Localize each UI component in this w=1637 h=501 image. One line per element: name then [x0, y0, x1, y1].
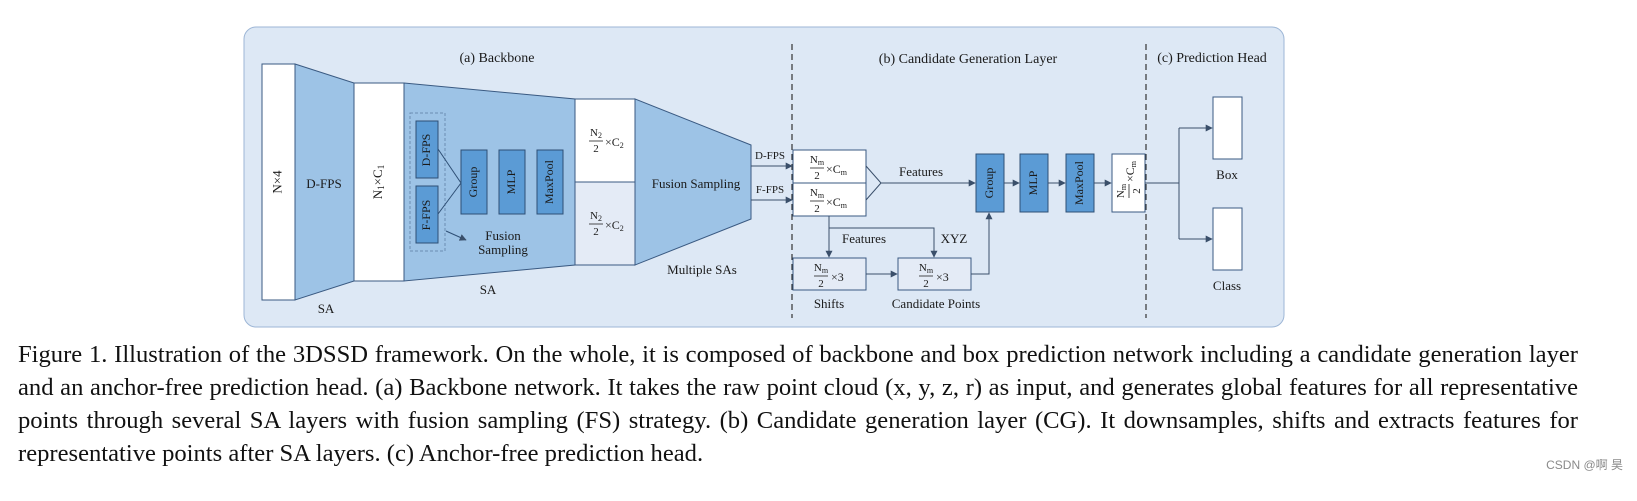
backbone-mlp-block	[498, 149, 526, 215]
svg-text:×Cm: ×Cm	[1123, 160, 1138, 182]
sa-label-2: SA	[480, 282, 497, 297]
section-title-backbone: (a) Backbone	[459, 51, 534, 66]
section-title-prediction: (c) Prediction Head	[1157, 51, 1267, 66]
dfps-trapezoid-label: D-FPS	[306, 176, 341, 191]
candidate-mlp-label: MLP	[1026, 170, 1040, 195]
input-label: N×4	[269, 170, 284, 194]
class-head-label: Class	[1213, 278, 1241, 293]
backbone-mlp-label: MLP	[504, 169, 518, 194]
box-head-label: Box	[1216, 167, 1238, 182]
candidate-output-block	[1111, 153, 1146, 213]
svg-text:2: 2	[814, 170, 820, 182]
candidate-mlp-block	[1019, 153, 1049, 213]
sa-label-1: SA	[318, 301, 335, 316]
input-block	[261, 63, 296, 301]
xyz-label: XYZ	[941, 231, 968, 246]
features-label-mid: Features	[842, 231, 886, 246]
svg-text:Nm: Nm	[814, 262, 829, 275]
inner-ffps-label: F-FPS	[419, 200, 433, 231]
candidate-points-block-label: Nm 2 ×3	[919, 262, 949, 290]
shifts-label: Shifts	[814, 296, 844, 311]
candidate-group-label: Group	[982, 168, 996, 199]
svg-text:×Cm: ×Cm	[826, 195, 848, 210]
watermark: CSDN @啊 昊	[1546, 458, 1623, 472]
nm-block-bottom	[792, 182, 867, 217]
svg-text:2: 2	[818, 278, 824, 290]
candidate-points-block	[897, 257, 972, 291]
svg-text:Nm: Nm	[1115, 183, 1128, 198]
svg-text:Nm: Nm	[919, 262, 934, 275]
n1c1-label: N1×C1	[370, 165, 386, 199]
features-label-top: Features	[899, 164, 943, 179]
ffps-arrow-label: F-FPS	[756, 184, 784, 196]
svg-text:2: 2	[1131, 188, 1143, 194]
fusion-sampling-label-2: Sampling	[478, 242, 528, 257]
multiple-sas-label: Multiple SAs	[667, 262, 737, 277]
svg-text:2: 2	[593, 143, 599, 155]
svg-text:Nm: Nm	[810, 154, 825, 167]
svg-text:Nm: Nm	[810, 187, 825, 200]
sampling-group-box	[409, 112, 446, 252]
candidate-maxpool-label: MaxPool	[1072, 160, 1086, 205]
figure-caption: Figure 1. Illustration of the 3DSSD fram…	[18, 341, 1578, 467]
svg-text:2: 2	[593, 226, 599, 238]
backbone-group-label: Group	[466, 167, 480, 198]
nm-label-top: Nm 2 ×Cm	[810, 154, 848, 182]
fusion-arrow	[445, 230, 467, 241]
connector-ffps-group	[437, 182, 462, 215]
n2c2-block-bottom	[574, 181, 636, 266]
class-head-block	[1212, 207, 1243, 271]
n1c1-block	[353, 82, 405, 282]
backbone-maxpool-label: MaxPool	[542, 159, 556, 204]
candidate-points-label: Candidate Points	[892, 296, 980, 311]
svg-text:2: 2	[923, 278, 929, 290]
svg-text:×3: ×3	[936, 270, 949, 284]
dfps-arrow-label: D-FPS	[755, 150, 785, 162]
n2c2-label-bottom: N2 2 ×C2	[589, 210, 624, 238]
svg-text:N2: N2	[590, 210, 602, 223]
box-head-block	[1212, 96, 1243, 160]
svg-text:×Cm: ×Cm	[826, 162, 848, 177]
svg-text:×C2: ×C2	[605, 135, 624, 150]
section-title-candidate: (b) Candidate Generation Layer	[879, 52, 1058, 67]
backbone-group-block	[460, 149, 488, 215]
connector-dfps-group	[437, 148, 462, 184]
fusion-sampling-label-1: Fusion	[485, 228, 521, 243]
backbone-maxpool-block	[536, 149, 564, 215]
svg-text:2: 2	[814, 203, 820, 215]
svg-text:×3: ×3	[831, 270, 844, 284]
candidate-output-label: Nm 2 ×Cm	[1115, 160, 1143, 198]
framework-diagram: (a) Backbone (b) Candidate Generation La…	[243, 26, 1285, 328]
shifts-block	[792, 257, 867, 291]
inner-ffps-block	[415, 185, 439, 244]
fusion-sampling-label: Fusion Sampling	[652, 176, 741, 191]
svg-text:N2: N2	[590, 127, 602, 140]
arrow-candidates-to-group	[971, 212, 993, 275]
nm-label-bottom: Nm 2 ×Cm	[810, 187, 848, 215]
nm-block-top	[792, 149, 867, 184]
shifts-block-label: Nm 2 ×3	[814, 262, 844, 290]
fusion-sampling-trapezoid	[634, 98, 752, 266]
candidate-maxpool-block	[1065, 153, 1095, 213]
arrow-to-candidate-xyz	[829, 227, 938, 258]
inner-dfps-label: D-FPS	[419, 134, 433, 167]
svg-text:×C2: ×C2	[605, 218, 624, 233]
n2c2-label-top: N2 2 ×C2	[589, 127, 624, 155]
